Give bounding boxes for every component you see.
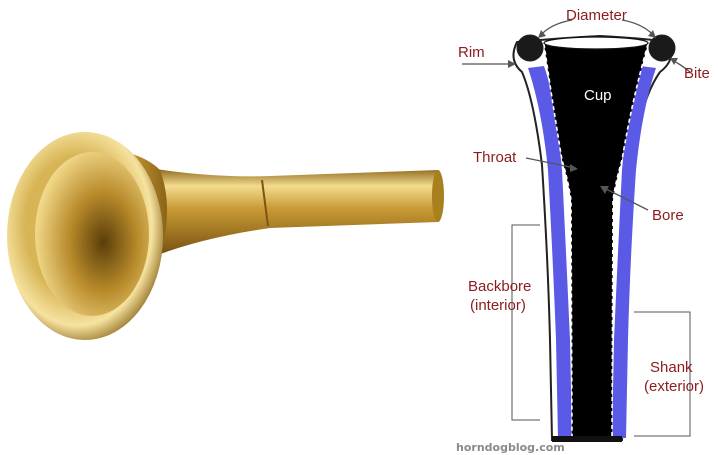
bite-arrowhead: [670, 58, 678, 65]
label-cup: Cup: [584, 87, 612, 104]
label-diameter: Diameter: [566, 7, 627, 24]
label-throat: Throat: [473, 149, 517, 166]
label-backbore-line1: Backbore: [468, 278, 531, 295]
label-shank-line2: (exterior): [644, 378, 704, 395]
cup-top-opening: [544, 37, 648, 49]
label-rim: Rim: [458, 44, 485, 61]
rim-left-bead: [517, 35, 543, 61]
gold-mouthpiece-image: [7, 132, 444, 340]
rim-right-bead: [649, 35, 675, 61]
shank-end: [432, 170, 444, 222]
cross-section-diagram: Diameter Rim Bite Cup Throat Bore Backbo…: [456, 7, 710, 454]
label-bite: Bite: [684, 65, 710, 82]
label-bore: Bore: [652, 207, 684, 224]
label-shank-line1: Shank: [650, 359, 693, 376]
mouthpiece-shank-body: [150, 168, 443, 258]
watermark-text: horndogblog.com: [456, 441, 565, 454]
label-backbore-line2: (interior): [470, 297, 526, 314]
backbore-bracket: [512, 225, 540, 420]
mouthpiece-cup-opening: [35, 152, 149, 316]
